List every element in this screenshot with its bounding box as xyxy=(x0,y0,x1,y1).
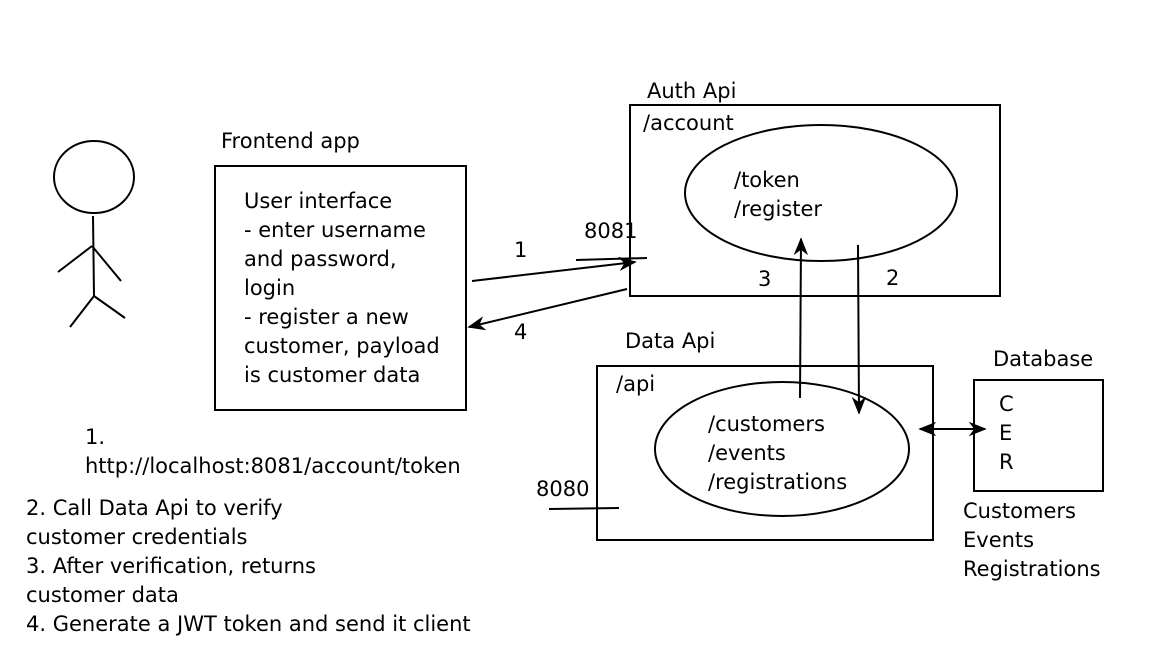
database-title: Database xyxy=(993,347,1094,371)
frontend-line: - enter username xyxy=(244,218,426,242)
database-table-name: Events xyxy=(963,528,1035,552)
data-api-box xyxy=(596,365,934,541)
frontend-description: User interface - enter username and pass… xyxy=(244,187,440,390)
frontend-title: Frontend app xyxy=(221,129,360,153)
data-endpoint: /customers xyxy=(708,412,825,436)
arrow-3-label: 3 xyxy=(758,267,772,291)
arrow-1 xyxy=(471,256,637,282)
frontend-box xyxy=(214,165,467,411)
data-endpoint: /events xyxy=(708,441,786,465)
port-8081-line xyxy=(575,257,648,261)
database-letter: R xyxy=(999,450,1014,474)
auth-endpoint: /token xyxy=(734,168,800,192)
auth-endpoints: /token /register xyxy=(734,166,822,224)
auth-endpoints-ellipse xyxy=(684,124,958,262)
user-actor-icon xyxy=(53,140,135,328)
auth-port-label: 8081 xyxy=(584,219,638,243)
frontend-line: customer, payload xyxy=(244,334,440,358)
note-line: 4. Generate a JWT token and send it clie… xyxy=(26,612,471,636)
data-endpoints-ellipse xyxy=(654,381,910,517)
frontend-line: and password, xyxy=(244,247,397,271)
frontend-line: is customer data xyxy=(244,363,421,387)
database-table-name: Registrations xyxy=(963,557,1101,581)
frontend-line: - register a new xyxy=(244,305,409,329)
notes-steps: 2. Call Data Api to verify customer cred… xyxy=(26,494,471,639)
database-letter: E xyxy=(999,421,1013,445)
database-letters: C E R xyxy=(999,390,1014,477)
arrow-2 xyxy=(851,244,867,415)
arrow-2-label: 2 xyxy=(886,266,900,290)
frontend-line: User interface xyxy=(244,189,393,213)
note-line: 1. xyxy=(85,425,106,449)
note-line: 2. Call Data Api to verify xyxy=(26,496,283,520)
frontend-line: login xyxy=(244,276,296,300)
auth-endpoint: /register xyxy=(734,197,823,221)
note-step-1: 1. http://localhost:8081/account/token xyxy=(85,423,461,481)
note-line: customer data xyxy=(26,583,179,607)
database-tables: Customers Events Registrations xyxy=(963,497,1101,584)
note-line: 3. After verification, returns xyxy=(26,554,317,578)
arrow-3 xyxy=(793,237,809,399)
database-table-name: Customers xyxy=(963,499,1076,523)
note-line: customer credentials xyxy=(26,525,248,549)
database-box xyxy=(973,379,1104,492)
database-letter: C xyxy=(999,392,1014,416)
port-8080-line xyxy=(548,507,620,510)
arrow-1-label: 1 xyxy=(514,238,528,262)
arrow-4-label: 4 xyxy=(514,320,528,344)
note-line: http://localhost:8081/account/token xyxy=(85,454,461,478)
data-endpoints: /customers /events /registrations xyxy=(708,410,847,497)
data-api-title: Data Api xyxy=(625,329,716,353)
auth-api-path: /account xyxy=(643,111,734,135)
auth-api-box xyxy=(629,104,1001,297)
arrow-4 xyxy=(467,288,628,331)
auth-api-title: Auth Api xyxy=(647,79,737,103)
data-port-label: 8080 xyxy=(536,477,590,501)
data-api-path: /api xyxy=(616,372,656,396)
data-endpoint: /registrations xyxy=(708,470,848,494)
